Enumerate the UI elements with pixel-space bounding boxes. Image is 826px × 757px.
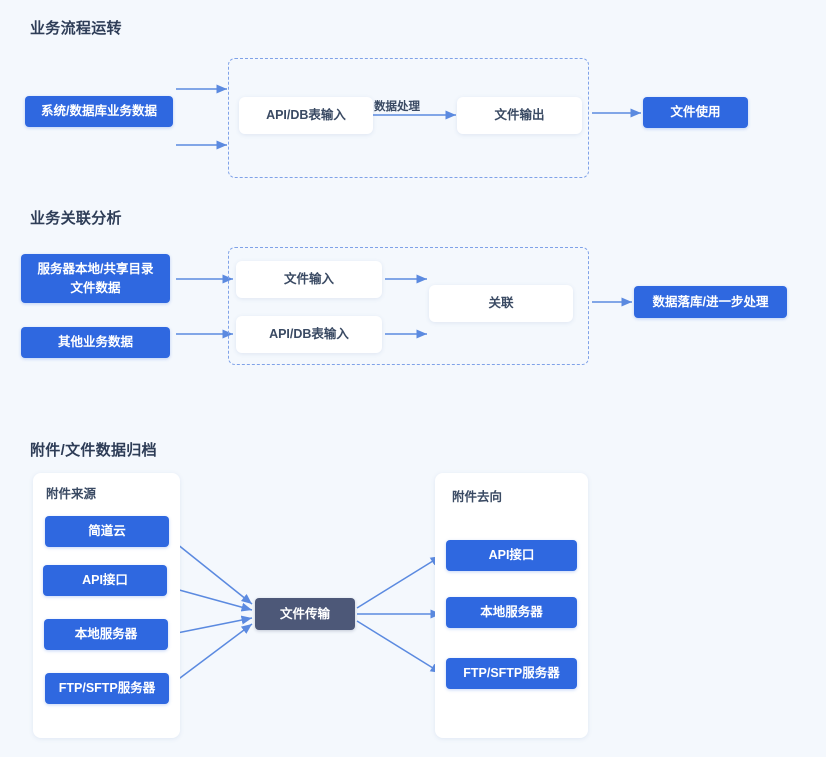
- node-source-api-interface[interactable]: API接口: [43, 565, 167, 596]
- node-other-business-data[interactable]: 其他业务数据: [21, 327, 170, 358]
- node-data-storage-further-processing[interactable]: 数据落库/进一步处理: [634, 286, 787, 318]
- node-destination-ftp-sftp-server[interactable]: FTP/SFTP服务器: [446, 658, 577, 689]
- section-title-business-process: 业务流程运转: [30, 20, 122, 37]
- node-source-local-server[interactable]: 本地服务器: [44, 619, 168, 650]
- node-api-db-table-input[interactable]: API/DB表输入: [239, 97, 373, 134]
- panel-title-attachment-destination: 附件去向: [452, 490, 503, 504]
- node-system-database-business-data[interactable]: 系统/数据库业务数据: [25, 96, 173, 127]
- arrow-s3-hub-to-ftp: [356, 620, 442, 674]
- node-association[interactable]: 关联: [429, 285, 573, 322]
- node-destination-local-server[interactable]: 本地服务器: [446, 597, 577, 628]
- node-destination-api-interface[interactable]: API接口: [446, 540, 577, 571]
- node-file-usage[interactable]: 文件使用: [643, 97, 748, 128]
- section-title-business-correlation-analysis: 业务关联分析: [30, 210, 122, 227]
- panel-title-attachment-source: 附件来源: [46, 487, 97, 501]
- node-api-db-table-input-2[interactable]: API/DB表输入: [236, 316, 382, 353]
- node-source-jiandaoyun[interactable]: 简道云: [45, 516, 169, 547]
- node-source-ftp-sftp-server[interactable]: FTP/SFTP服务器: [45, 673, 169, 704]
- arrow-s3-local-to-hub: [171, 615, 253, 635]
- arrow-s3-hub-to-api: [356, 555, 442, 609]
- node-file-output[interactable]: 文件输出: [457, 97, 582, 134]
- node-file-transfer-hub[interactable]: 文件传输: [255, 598, 355, 630]
- edge-label-data-processing: 数据处理: [374, 101, 420, 113]
- arrow-s3-jiandaoyun-to-hub: [171, 539, 253, 605]
- node-server-local-shared-directory-file-data[interactable]: 服务器本地/共享目录 文件数据: [21, 254, 170, 303]
- section-title-attachment-file-data-archive: 附件/文件数据归档: [30, 442, 157, 459]
- arrow-s3-ftp-to-hub: [171, 623, 253, 685]
- group-box-business-correlation: [228, 247, 589, 365]
- node-file-input[interactable]: 文件输入: [236, 261, 382, 298]
- arrow-s3-api-to-hub: [171, 587, 253, 612]
- group-box-business-process: [228, 58, 589, 178]
